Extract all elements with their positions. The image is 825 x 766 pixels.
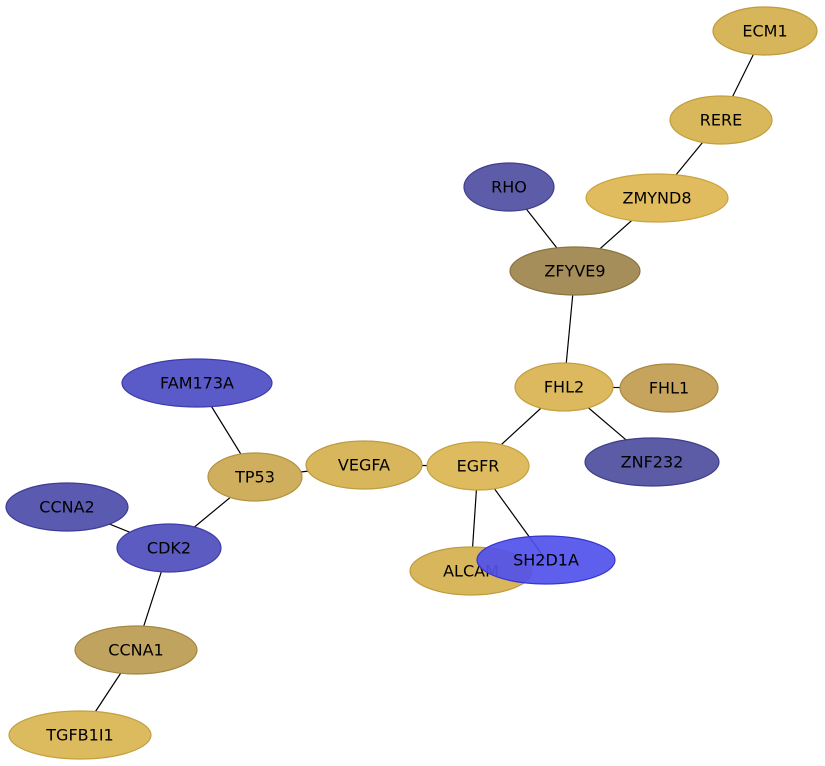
node-fhl2[interactable]: FHL2 (514, 362, 614, 412)
node-shape[interactable] (514, 362, 614, 412)
node-label: TP53 (234, 468, 275, 487)
node-shape[interactable] (712, 6, 818, 56)
node-shape[interactable] (8, 710, 152, 760)
node-shape[interactable] (121, 358, 273, 408)
node-label: CCNA1 (108, 641, 163, 660)
node-fam173a[interactable]: FAM173A (121, 358, 273, 408)
node-tgfb1i1[interactable]: TGFB1I1 (8, 710, 152, 760)
node-label: ZNF232 (621, 453, 684, 472)
node-zfyve9[interactable]: ZFYVE9 (509, 246, 641, 296)
node-label: EGFR (457, 457, 500, 476)
node-label: ZMYND8 (622, 189, 691, 208)
node-shape[interactable] (669, 95, 773, 145)
node-label: RHO (491, 178, 527, 197)
node-shape[interactable] (207, 452, 303, 502)
node-label: VEGFA (338, 456, 390, 475)
node-cdk2[interactable]: CDK2 (116, 523, 222, 573)
node-label: FHL1 (649, 379, 689, 398)
node-label: FHL2 (544, 378, 584, 397)
node-shape[interactable] (5, 482, 129, 532)
node-shape[interactable] (305, 440, 423, 490)
node-fhl1[interactable]: FHL1 (619, 363, 719, 413)
node-shape[interactable] (476, 535, 616, 585)
node-shape[interactable] (426, 441, 530, 491)
node-zmynd8[interactable]: ZMYND8 (585, 173, 729, 223)
node-label: FAM173A (160, 374, 234, 393)
node-vegfa[interactable]: VEGFA (305, 440, 423, 490)
node-ccna2[interactable]: CCNA2 (5, 482, 129, 532)
node-egfr[interactable]: EGFR (426, 441, 530, 491)
node-ecm1[interactable]: ECM1 (712, 6, 818, 56)
node-shape[interactable] (463, 162, 555, 212)
node-shape[interactable] (584, 437, 720, 487)
node-shape[interactable] (509, 246, 641, 296)
node-label: CDK2 (147, 539, 191, 558)
node-sh2d1a[interactable]: SH2D1A (476, 535, 616, 585)
node-label: CCNA2 (39, 498, 94, 517)
node-znf232[interactable]: ZNF232 (584, 437, 720, 487)
node-label: RERE (700, 111, 742, 130)
node-rho[interactable]: RHO (463, 162, 555, 212)
node-tp53[interactable]: TP53 (207, 452, 303, 502)
node-ccna1[interactable]: CCNA1 (74, 625, 198, 675)
node-label: TGFB1I1 (45, 726, 113, 745)
node-label: ECM1 (742, 22, 787, 41)
node-label: SH2D1A (513, 551, 579, 570)
node-rere[interactable]: RERE (669, 95, 773, 145)
node-shape[interactable] (619, 363, 719, 413)
node-shape[interactable] (585, 173, 729, 223)
node-label: ZFYVE9 (544, 262, 605, 281)
node-shape[interactable] (74, 625, 198, 675)
node-shape[interactable] (116, 523, 222, 573)
